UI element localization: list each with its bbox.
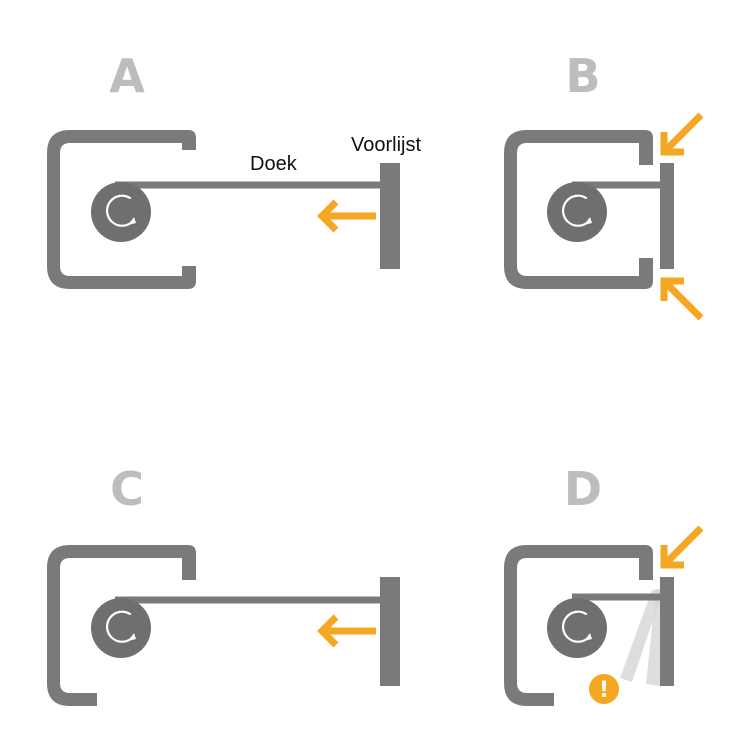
- front-bar: [380, 577, 400, 686]
- cassette-housing: [504, 130, 653, 289]
- warning-mark: !: [599, 678, 609, 703]
- roller: [91, 182, 151, 242]
- front-bar: [660, 163, 674, 269]
- press-arrow-icon: [660, 525, 704, 569]
- press-arrow-icon: [660, 112, 704, 156]
- panel-c: C: [47, 462, 400, 706]
- cassette-housing: [47, 130, 196, 289]
- retract-arrow-icon: [317, 614, 376, 648]
- retract-arrow-icon: [317, 199, 376, 233]
- panel-b: B: [504, 49, 704, 321]
- cassette-housing: [47, 545, 196, 706]
- rotate-icon: [561, 610, 592, 643]
- cassette-housing: [504, 545, 653, 706]
- front-bar-label: Voorlijst: [351, 134, 421, 156]
- warning-icon: !: [589, 674, 619, 704]
- rotate-icon: [561, 194, 592, 227]
- panel-b-letter: B: [565, 49, 600, 103]
- panel-d: D !: [504, 462, 704, 706]
- panel-a: A Doek Voorlijst: [47, 49, 421, 289]
- rotate-icon: [105, 610, 136, 643]
- fabric-label: Doek: [250, 153, 298, 175]
- panel-c-letter: C: [110, 462, 144, 516]
- front-bar: [380, 163, 400, 269]
- roller: [547, 182, 607, 242]
- front-bar: [660, 577, 674, 686]
- panel-a-letter: A: [109, 49, 145, 103]
- rotate-icon: [105, 194, 136, 227]
- press-arrow-icon: [660, 277, 704, 321]
- panel-d-letter: D: [564, 462, 602, 516]
- roller: [91, 598, 151, 658]
- roller: [547, 598, 607, 658]
